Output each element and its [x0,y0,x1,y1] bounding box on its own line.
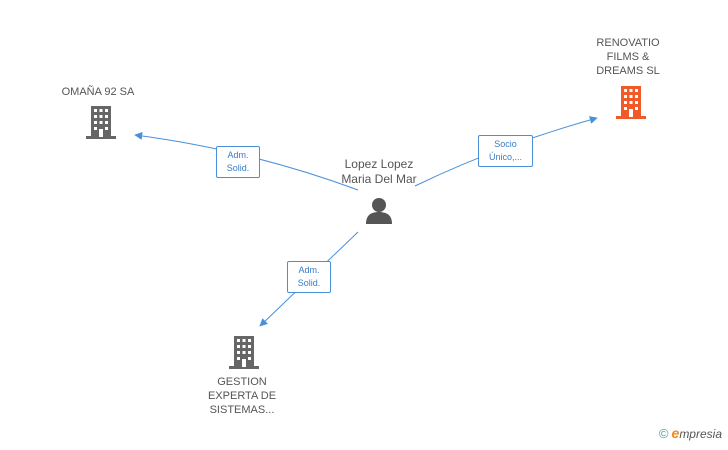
edge-label-to-omana[interactable]: Adm. Solid. [216,146,260,178]
person-icon[interactable] [366,198,392,224]
edge-label-line: Único,... [488,152,522,162]
edge-label-line: Solid. [226,163,250,173]
node-label-line: DREAMS SL [596,65,660,77]
edge-label-to-renovatio[interactable]: Socio Único,... [478,135,533,167]
node-label-line: SISTEMAS... [209,404,275,416]
node-label-text: OMAÑA 92 SA [61,86,135,98]
edge-label-to-gestion[interactable]: Adm. Solid. [287,261,331,293]
edge-label-line: Socio [494,139,517,149]
building-icon[interactable] [229,336,259,369]
node-label-gestion[interactable]: GESTION EXPERTA DE SISTEMAS... [190,375,294,417]
node-label-line: RENOVATIO [596,37,660,49]
brand-logo-initial: e [671,425,680,441]
building-icon[interactable] [616,86,646,119]
node-label-line: GESTION [217,376,267,388]
brand-footer: ©empresia [659,425,722,441]
node-label-line: Maria Del Mar [341,172,417,186]
node-label-line: EXPERTA DE [207,390,277,402]
brand-logo-text: mpresia [679,427,722,441]
edge-label-line: Adm. [298,265,320,275]
copyright-symbol: © [658,426,669,441]
node-label-line: FILMS & [606,51,650,63]
node-label-omana[interactable]: OMAÑA 92 SA [40,85,156,99]
edge-label-line: Adm. [227,150,249,160]
node-label-line: Lopez Lopez [344,157,414,171]
node-label-renovatio[interactable]: RENOVATIO FILMS & DREAMS SL [580,36,676,78]
edge-label-line: Solid. [297,278,321,288]
building-icon[interactable] [86,106,116,139]
node-label-person[interactable]: Lopez Lopez Maria Del Mar [320,157,438,187]
